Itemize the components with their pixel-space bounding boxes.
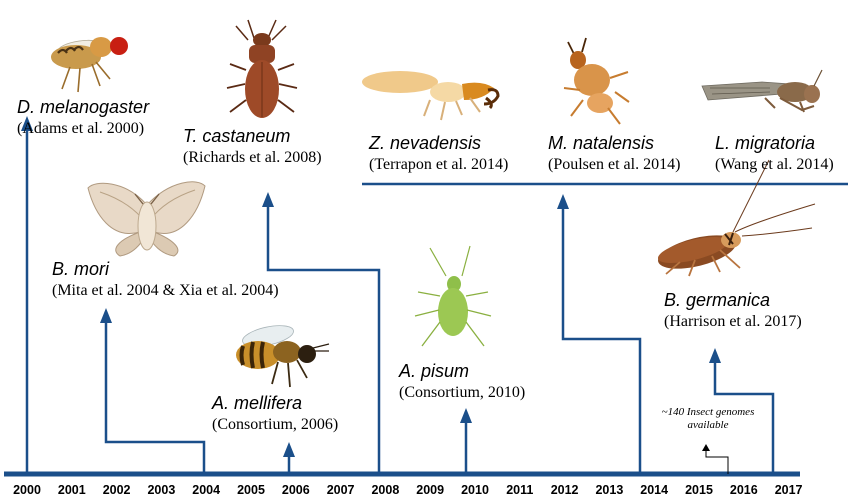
year-label-2015: 2015 [685,483,713,497]
arrowhead-2014-group [557,194,569,209]
note-pointer-arrowhead [702,444,710,451]
species-z-nevadensis: Z. nevadensis [369,134,481,152]
year-label-2003: 2003 [147,483,175,497]
reference-m-natalensis: (Poulsen et al. 2014) [548,157,680,173]
fungus-termite-icon [564,38,629,124]
genome-count-note: ~140 Insect genomes available [643,406,773,432]
genome-count-note-line1: ~140 Insect genomes [643,406,773,419]
species-l-migratoria: L. migratoria [715,134,815,152]
reference-d-melanogaster: (Adams et al. 2000) [17,121,144,137]
species-t-castaneum: T. castaneum [183,127,290,145]
reference-a-pisum: (Consortium, 2010) [399,385,525,401]
connector-b-mori [106,322,204,474]
fruit-fly-icon [49,35,128,92]
flour-beetle-icon [227,20,297,118]
arrowhead-b-germanica [709,348,721,363]
year-label-2006: 2006 [282,483,310,497]
reference-b-germanica: (Harrison et al. 2017) [664,314,802,330]
year-label-2005: 2005 [237,483,265,497]
cockroach-icon [655,160,815,276]
arrowhead-a-pisum [460,408,472,423]
year-label-2014: 2014 [640,483,668,497]
year-label-2012: 2012 [551,483,579,497]
year-label-2016: 2016 [730,483,758,497]
year-label-2017: 2017 [775,483,803,497]
connector-2014-group [563,208,640,474]
year-label-2004: 2004 [192,483,220,497]
silk-moth-icon [88,182,205,256]
species-d-melanogaster: D. melanogaster [17,98,149,116]
reference-l-migratoria: (Wang et al. 2014) [715,157,834,173]
species-b-germanica: B. germanica [664,291,770,309]
species-b-mori: B. mori [52,260,109,278]
year-label-2007: 2007 [327,483,355,497]
year-label-2013: 2013 [595,483,623,497]
reference-b-mori: (Mita et al. 2004 & Xia et al. 2004) [52,283,279,299]
reference-t-castaneum: (Richards et al. 2008) [183,150,322,166]
locust-icon [702,70,822,112]
arrowhead-a-mellifera [283,442,295,457]
year-label-2009: 2009 [416,483,444,497]
reference-a-mellifera: (Consortium, 2006) [212,417,338,433]
dampwood-termite-icon [362,71,498,120]
honey-bee-icon [236,322,329,387]
year-label-2002: 2002 [103,483,131,497]
arrowhead-t-castaneum [262,192,274,207]
pea-aphid-icon [415,246,491,346]
reference-z-nevadensis: (Terrapon et al. 2014) [369,157,508,173]
year-label-2001: 2001 [58,483,86,497]
year-label-2008: 2008 [371,483,399,497]
year-label-2000: 2000 [13,483,41,497]
note-pointer [706,450,728,474]
species-m-natalensis: M. natalensis [548,134,654,152]
arrowhead-b-mori [100,308,112,323]
species-a-pisum: A. pisum [399,362,469,380]
year-label-2011: 2011 [506,483,533,497]
species-a-mellifera: A. mellifera [212,394,302,412]
year-label-2010: 2010 [461,483,489,497]
genome-count-note-line2: available [643,419,773,432]
